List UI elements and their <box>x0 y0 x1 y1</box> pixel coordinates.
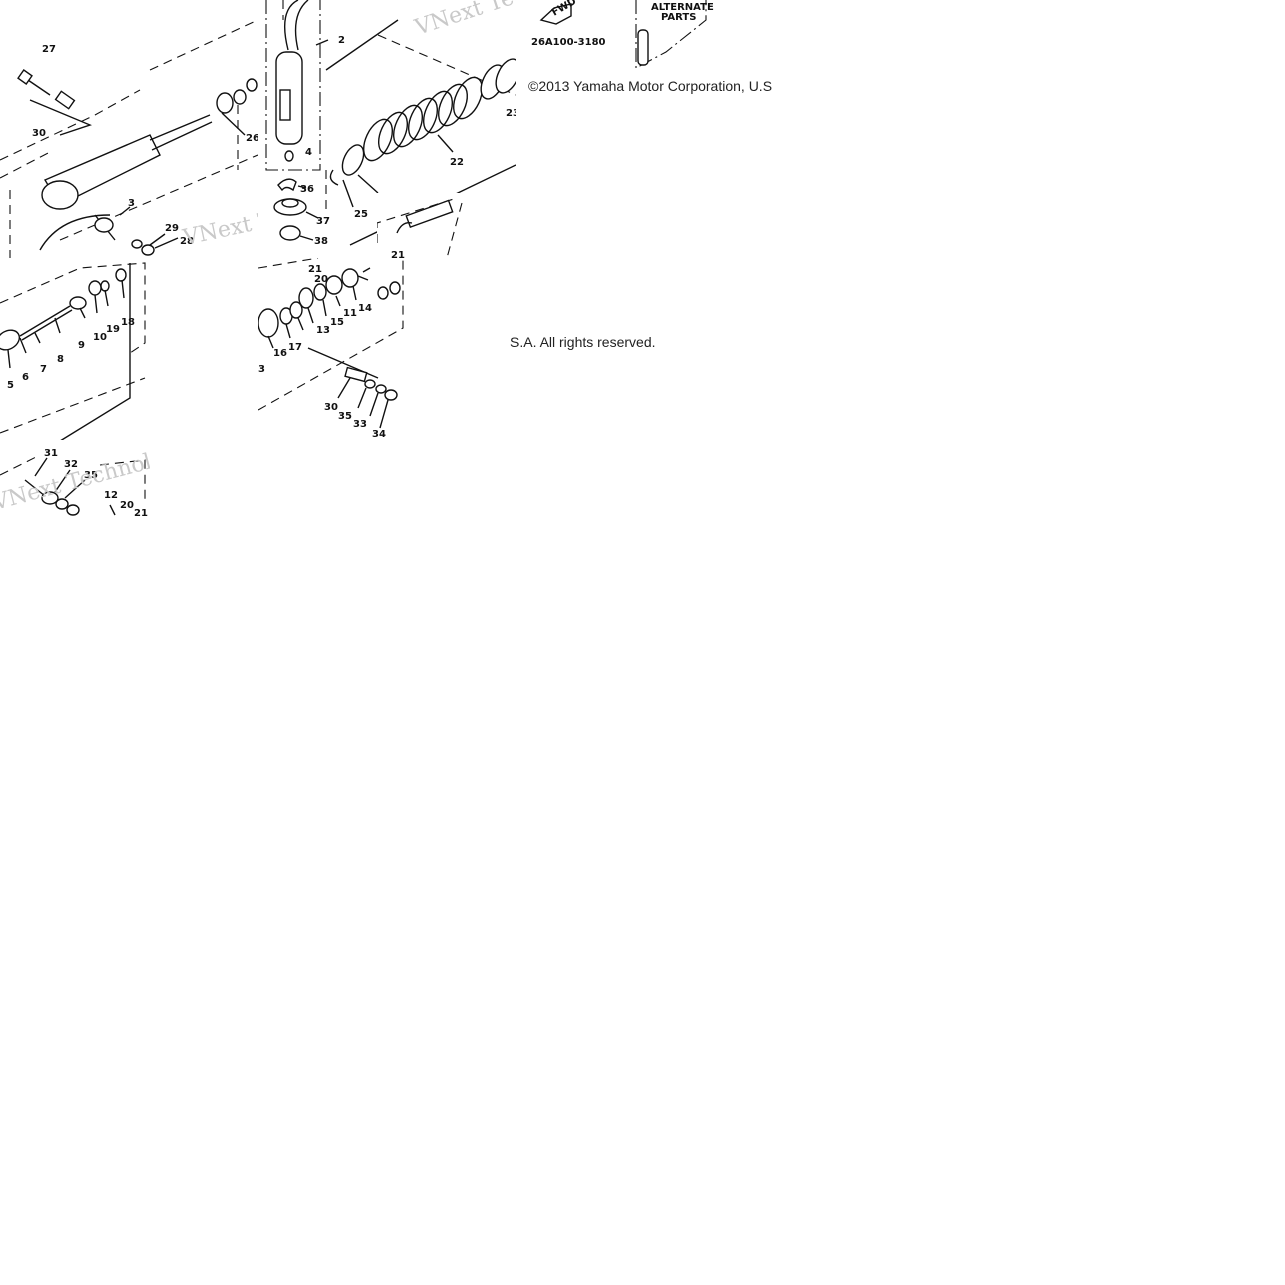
callout-30: 30 <box>32 128 46 139</box>
alternate-parts-line2: PARTS <box>661 12 696 23</box>
callout-22: 22 <box>450 157 464 168</box>
watermark-b: VNext Technologies <box>411 0 516 41</box>
diagram-tile-cylinder: 21 <box>377 193 516 258</box>
callout-16: 16 <box>273 348 287 359</box>
lower-mount-drawing: 31 32 35 12 20 21 VNext Technologies <box>0 440 150 516</box>
diagram-tile-legend: FWD 26A100-3180 ALTERNATE PARTS ©2013 Ya… <box>516 0 774 100</box>
callout-4: 4 <box>305 147 312 158</box>
callout-31: 31 <box>44 448 58 459</box>
callout-36: 36 <box>300 184 314 195</box>
legend-drawing: FWD 26A100-3180 ALTERNATE PARTS <box>531 0 714 69</box>
copyright-line-2: S.A. All rights reserved. <box>510 334 656 350</box>
callout-34: 34 <box>372 429 386 440</box>
callout-21c: 21 <box>134 508 148 516</box>
callout-3b: 3 <box>258 364 265 375</box>
alternate-parts-line1: ALTERNATE <box>651 2 714 13</box>
callout-30b: 30 <box>324 402 338 413</box>
callout-15: 15 <box>330 317 344 328</box>
part-code: 26A100-3180 <box>531 37 606 48</box>
callout-20: 20 <box>314 274 328 285</box>
callout-14: 14 <box>358 303 372 314</box>
callout-2: 2 <box>338 35 345 46</box>
diagram-tile-copyright: S.A. All rights reserved. <box>510 330 660 355</box>
callout-3: 3 <box>128 198 135 209</box>
callout-21: 21 <box>308 264 322 275</box>
callout-17: 17 <box>288 342 302 353</box>
valve-drawing: 21 20 11 14 15 13 17 16 3 30 35 33 34 <box>258 258 404 440</box>
callout-28: 28 <box>180 236 194 247</box>
diagram-tile-valve: 21 20 11 14 15 13 17 16 3 30 35 33 34 <box>258 258 516 516</box>
diagram-tile-shock-body: 27 30 26 3 29 28 VNext Technologies <box>0 0 258 258</box>
callout-38: 38 <box>314 236 328 247</box>
callout-11: 11 <box>343 308 357 319</box>
copyright-line-1: ©2013 Yamaha Motor Corporation, U.S <box>528 78 773 94</box>
callout-12: 12 <box>104 490 118 501</box>
callout-8: 8 <box>57 354 64 365</box>
spring-drawing: 2 4 36 37 38 22 24 25 23 VNext Technolog… <box>265 0 516 247</box>
cylinder-drawing: 21 <box>377 197 463 258</box>
callout-25: 25 <box>354 209 368 220</box>
callout-20b: 20 <box>120 500 134 511</box>
callout-33: 33 <box>353 419 367 430</box>
callout-27: 27 <box>42 44 56 55</box>
callout-6: 6 <box>22 372 29 383</box>
callout-35b: 35 <box>84 470 98 481</box>
callout-5: 5 <box>7 380 14 391</box>
shock-body-drawing: 27 30 26 3 29 28 VNext Technologies <box>0 19 258 258</box>
callout-9: 9 <box>78 340 85 351</box>
callout-37: 37 <box>316 216 330 227</box>
callout-29: 29 <box>165 223 179 234</box>
callout-35: 35 <box>338 411 352 422</box>
callout-19: 19 <box>106 324 120 335</box>
callout-26: 26 <box>246 133 258 144</box>
callout-7: 7 <box>40 364 47 375</box>
callout-23: 23 <box>506 108 516 119</box>
diagram-tile-lower-mount: 31 32 35 12 20 21 VNext Technologies <box>0 440 150 516</box>
callout-18: 18 <box>121 317 135 328</box>
callout-32: 32 <box>64 459 78 470</box>
callout-10: 10 <box>93 332 107 343</box>
watermark-a: VNext Technologies <box>180 180 258 251</box>
callout-21b: 21 <box>391 250 405 258</box>
callout-13: 13 <box>316 325 330 336</box>
